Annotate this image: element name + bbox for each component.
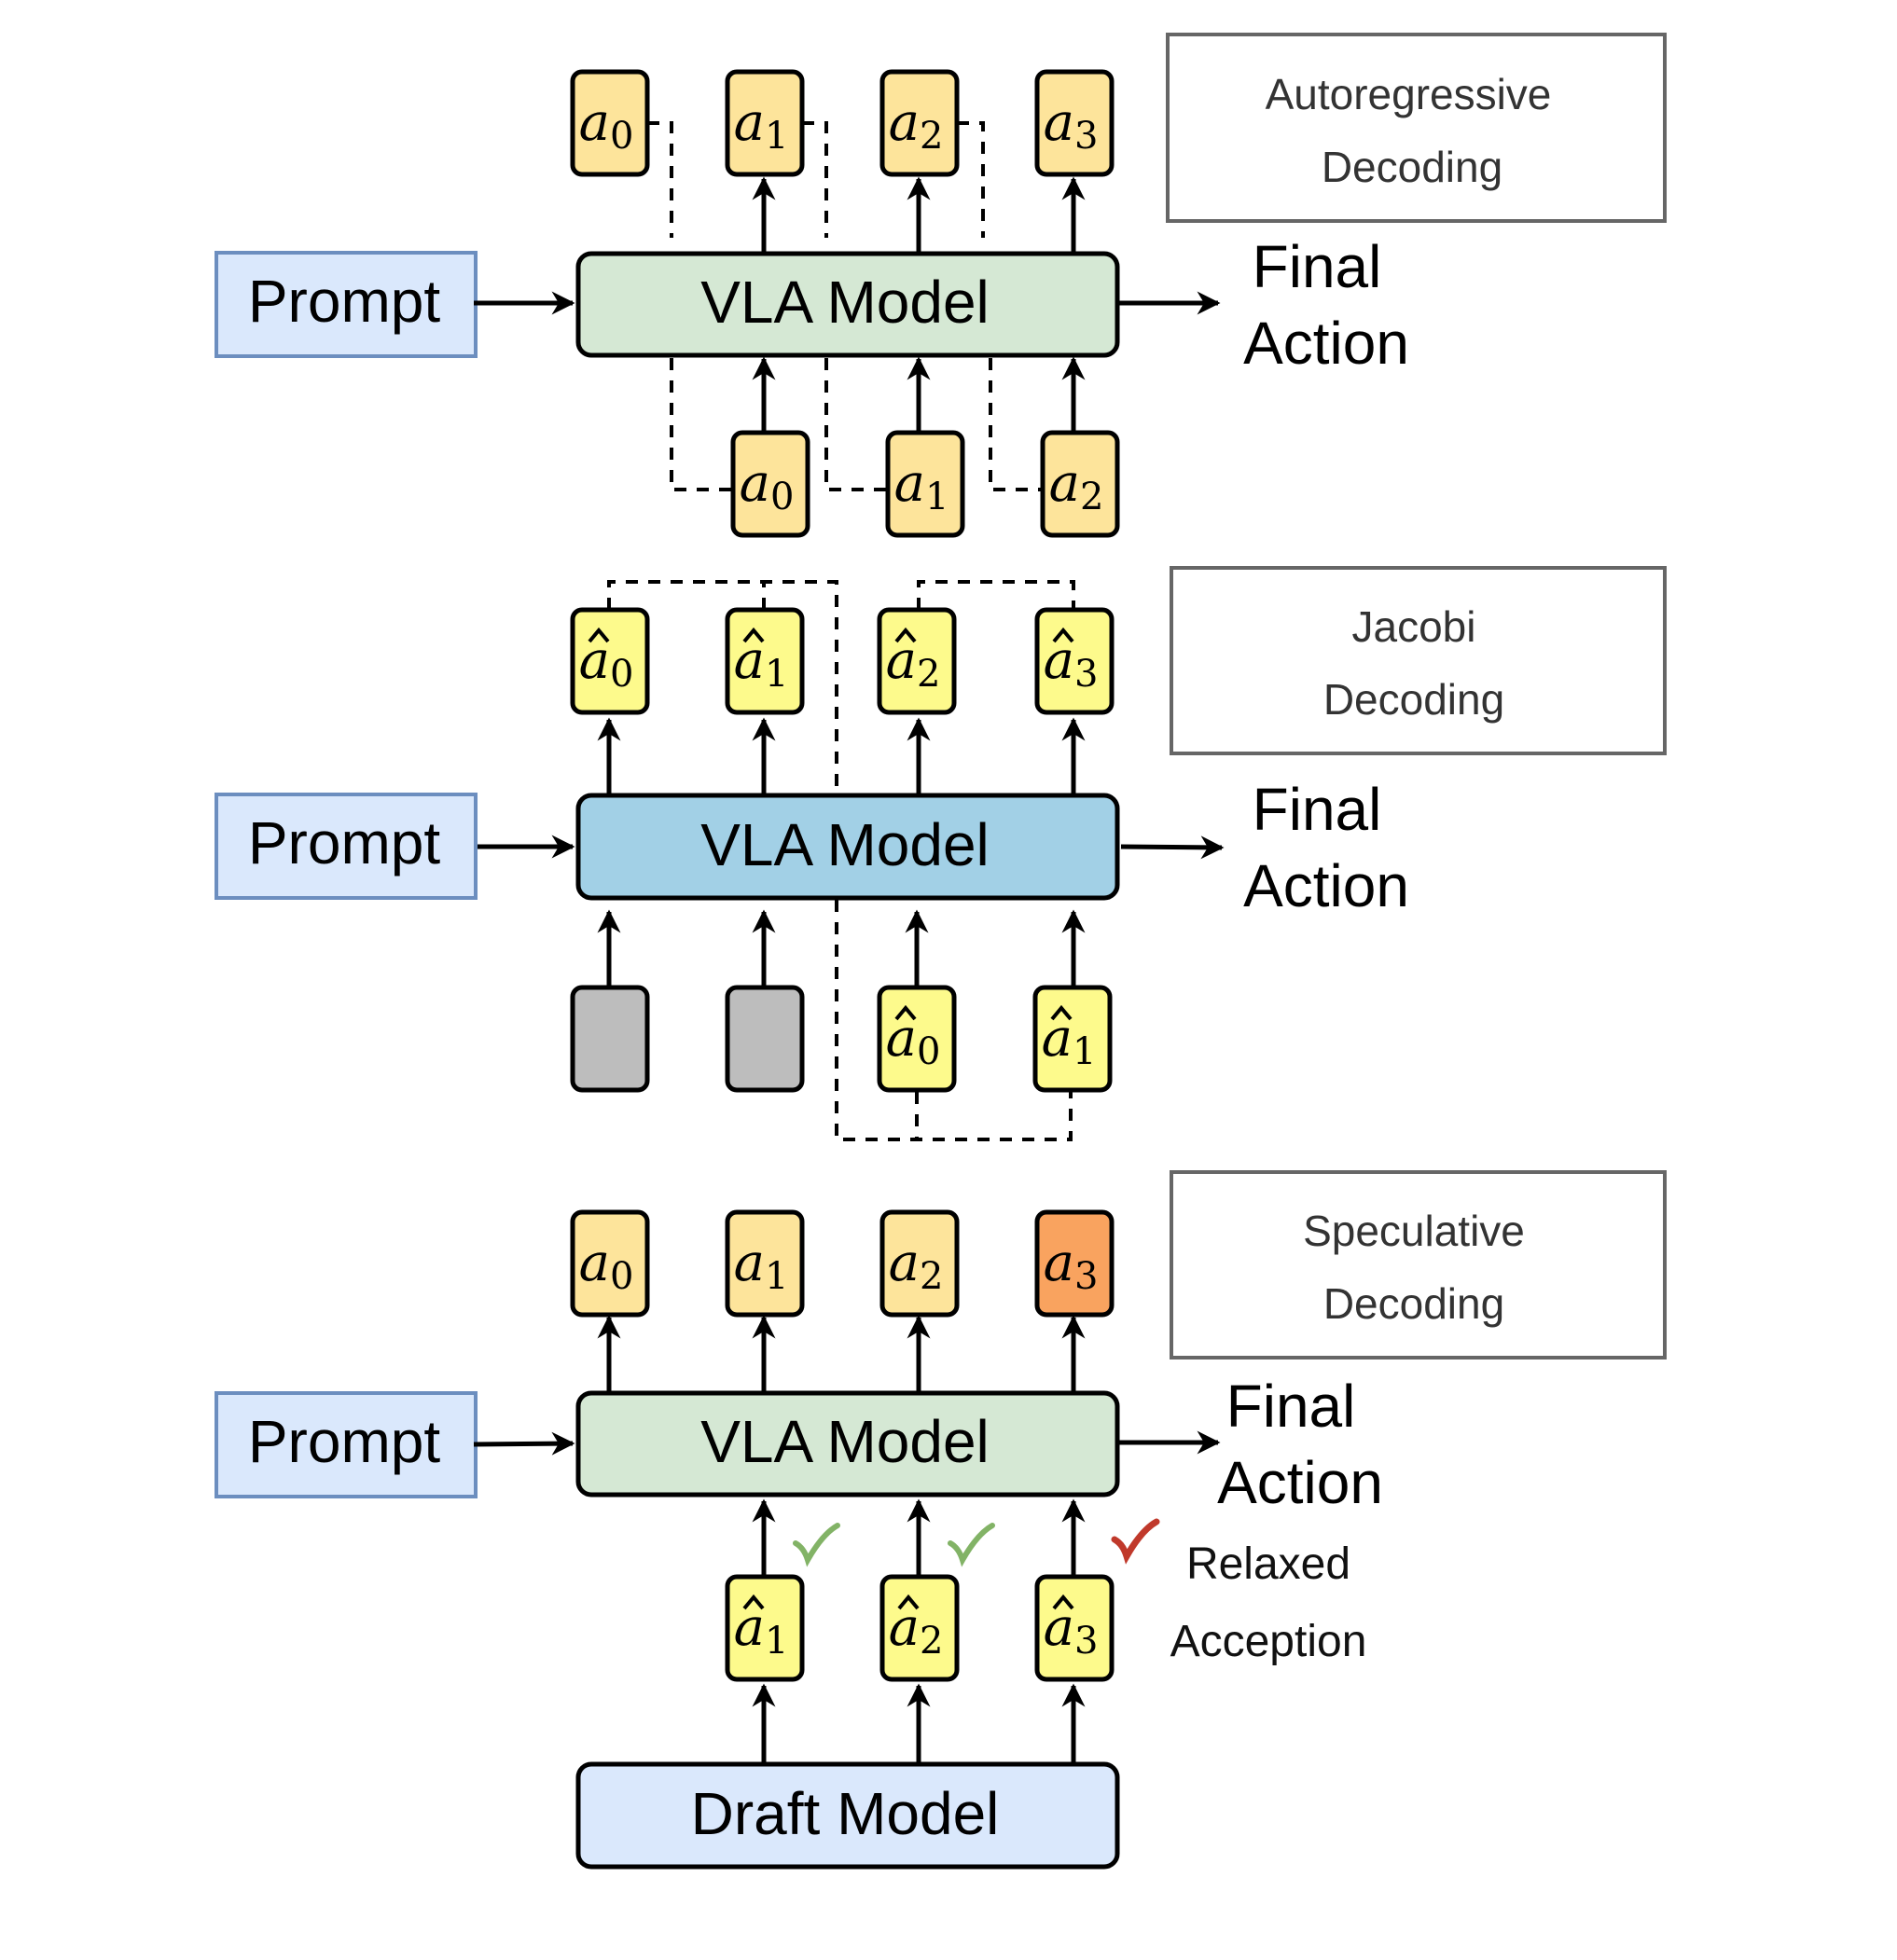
input-token-a1: a1: [885, 430, 965, 538]
caption-line-1: Jacobi: [1352, 602, 1476, 651]
output-token-ahat1: a1: [725, 607, 805, 715]
svg-text:a2: a2: [889, 92, 944, 158]
final-label-line-1: Final: [1253, 233, 1382, 300]
svg-text:a0: a0: [579, 630, 634, 696]
output-token-a0: a0: [570, 1209, 650, 1318]
vla-model-box: [575, 793, 1120, 901]
prompt-label: Prompt: [248, 268, 441, 335]
svg-text:a0: a0: [579, 92, 634, 158]
prompt-box: [215, 1391, 478, 1498]
caption-box-jacobi: [1170, 566, 1667, 755]
final-label-line-2: Action: [1243, 310, 1409, 377]
draft-token-ahat3: a3: [1034, 1574, 1115, 1682]
svg-text:a2: a2: [889, 1597, 944, 1663]
final-label-line-1: Final: [1226, 1373, 1356, 1440]
input-token-ahat0: a0: [877, 985, 957, 1093]
output-token-a1: a1: [725, 1209, 805, 1318]
output-token-a3-rejected: a3: [1034, 1209, 1115, 1318]
output-token-a1: a1: [725, 69, 805, 177]
draft-model-label: Draft Model: [691, 1780, 1000, 1847]
check-accepted-icon-1: [793, 1523, 840, 1567]
svg-text:a3: a3: [1044, 1597, 1099, 1663]
svg-text:a1: a1: [734, 1233, 789, 1298]
draft-token-ahat2: a2: [879, 1574, 960, 1682]
svg-text:a0: a0: [886, 1008, 941, 1073]
output-token-ahat0: a0: [570, 607, 650, 715]
jacobi-connector-bottom: [835, 900, 1073, 1141]
draft-token-ahat1: a1: [725, 1574, 805, 1682]
relaxed-label-line-2: Acception: [1170, 1617, 1367, 1666]
caption-line-1: Speculative: [1303, 1207, 1525, 1255]
prompt-label: Prompt: [248, 809, 441, 876]
input-token-ahat1: a1: [1032, 985, 1113, 1093]
jacobi-connector-top-right: [917, 580, 1075, 610]
vla-model-label: VLA Model: [700, 1408, 990, 1475]
output-token-a3: a3: [1034, 69, 1115, 177]
caption-box-speculative: [1170, 1170, 1667, 1360]
final-label-line-2: Action: [1243, 852, 1409, 919]
output-token-a0: a0: [570, 69, 650, 177]
feedback-connector-0: [647, 121, 733, 491]
panel-jacobi: Jacobi Decoding Prompt VLA Model Final A…: [215, 566, 1667, 1141]
caption-line-2: Decoding: [1322, 143, 1502, 191]
vla-model-label: VLA Model: [700, 811, 990, 878]
relaxed-label-line-1: Relaxed: [1186, 1539, 1350, 1589]
draft-model-box: [575, 1761, 1120, 1870]
svg-text:a2: a2: [886, 630, 941, 696]
input-token-a0: a0: [730, 430, 810, 538]
check-accepted-icon-2: [948, 1523, 995, 1567]
panel-autoregressive: Autoregressive Decoding Prompt VLA Model…: [215, 33, 1667, 538]
prompt-label: Prompt: [248, 1408, 441, 1475]
check-rejected-icon-3: [1111, 1518, 1160, 1565]
svg-text:a1: a1: [1042, 1008, 1097, 1073]
svg-text:a1: a1: [734, 630, 789, 696]
final-label-line-1: Final: [1253, 776, 1382, 843]
svg-text:a3: a3: [1044, 92, 1099, 158]
output-token-ahat3: a3: [1034, 607, 1115, 715]
vla-model-label: VLA Model: [700, 269, 990, 336]
caption-box-autoregressive: [1166, 33, 1667, 223]
prompt-box: [215, 251, 478, 358]
input-token-empty-0: [570, 985, 650, 1093]
input-token-empty-1: [725, 985, 805, 1093]
svg-text:a0: a0: [579, 1233, 634, 1298]
feedback-connector-1: [802, 121, 888, 491]
panel-speculative: Speculative Decoding Prompt VLA Model Fi…: [215, 1170, 1667, 1870]
caption-line-2: Decoding: [1323, 675, 1504, 724]
model-to-final-arrow: [1120, 835, 1225, 860]
prompt-to-model-arrow: [473, 1431, 575, 1456]
svg-text:a2: a2: [1049, 453, 1104, 518]
output-token-ahat2: a2: [877, 607, 957, 715]
svg-text:a1: a1: [894, 453, 949, 518]
caption-line-2: Decoding: [1323, 1279, 1504, 1328]
final-label-line-2: Action: [1217, 1449, 1383, 1516]
jacobi-connector-top-left: [607, 580, 838, 794]
svg-text:a0: a0: [740, 453, 795, 518]
svg-text:a1: a1: [734, 92, 789, 158]
output-token-a2: a2: [879, 69, 960, 177]
prompt-box: [215, 793, 478, 900]
output-token-a2: a2: [879, 1209, 960, 1318]
caption-line-1: Autoregressive: [1266, 70, 1552, 118]
svg-text:a2: a2: [889, 1233, 944, 1298]
svg-text:a3: a3: [1044, 630, 1099, 696]
svg-text:a1: a1: [734, 1597, 789, 1663]
input-token-a2: a2: [1040, 430, 1120, 538]
svg-text:a3: a3: [1044, 1233, 1099, 1298]
feedback-connector-2: [957, 121, 1043, 491]
